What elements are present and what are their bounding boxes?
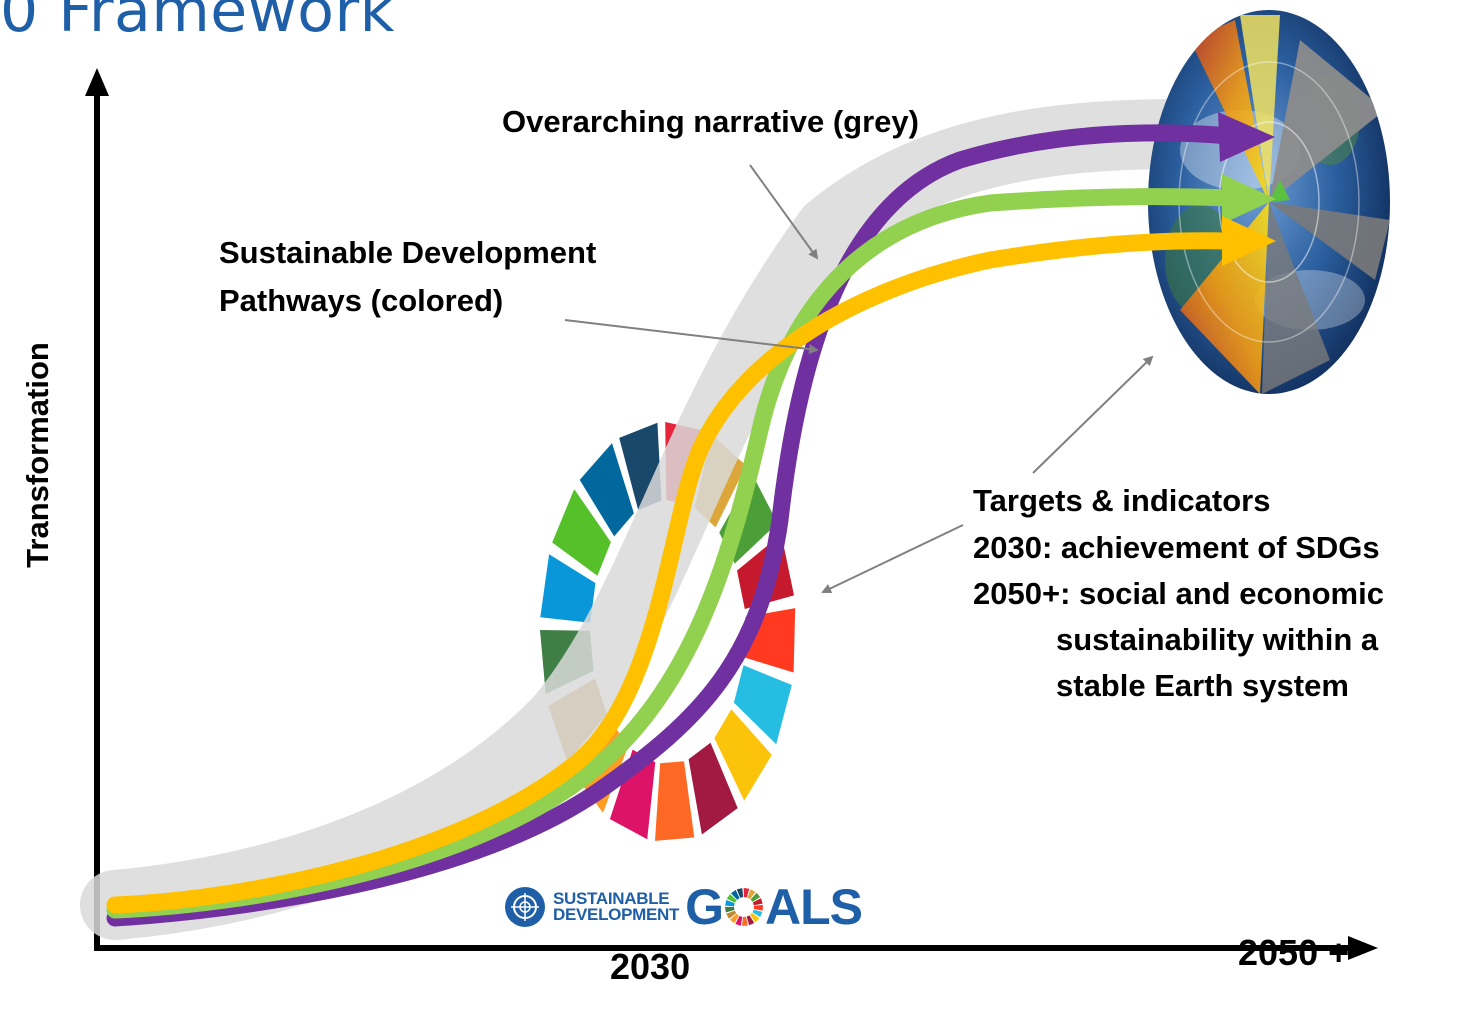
sdg-wheel-segment: [552, 489, 611, 576]
targets-line-4: sustainability within a: [1056, 622, 1379, 657]
sdg-mini-wheel-icon: [725, 888, 763, 926]
sdg-logo: SUSTAINABLE DEVELOPMENT G ALS: [503, 878, 863, 936]
sdg-wheel-segment: [540, 554, 596, 623]
x-tick-2030: 2030: [610, 946, 691, 987]
sdg-wheel-segment: [714, 709, 772, 801]
sdg-wheel-segment: [579, 443, 634, 537]
sdg-wheel-segment: [655, 761, 695, 841]
un-emblem-icon: [505, 887, 545, 927]
sdg-wheel-segment: [742, 916, 748, 926]
sdg-wheel-segment: [747, 889, 756, 900]
sdg-wheel-segment: [743, 888, 750, 898]
sdg-wheel-segment: [750, 912, 760, 923]
sdg-logo-als: ALS: [765, 879, 863, 935]
pathways-label-line1: Sustainable Development: [219, 235, 597, 270]
sdg-wheel-segment: [735, 915, 743, 926]
sdg-wheel-segment: [752, 909, 763, 918]
sdg-wheel-segment: [731, 889, 740, 900]
narrative-label: Overarching narrative (grey): [502, 104, 919, 139]
sdg-wheel-segment: [750, 892, 761, 902]
page-title: 0 Framework: [0, 0, 395, 46]
sdg-wheel-segment: [736, 888, 744, 898]
sdg-logo-line2: DEVELOPMENT: [553, 905, 680, 924]
pathways-label-line2: Pathways (colored): [219, 283, 504, 318]
targets-arrow-wheel: [821, 524, 964, 594]
sdg-logo-line1: SUSTAINABLE: [553, 889, 670, 908]
sdg-wheel-segment: [726, 894, 737, 903]
x-axis: [94, 936, 1378, 960]
targets-arrow-globe: [1032, 355, 1154, 474]
targets-line-1: Targets & indicators: [973, 483, 1271, 518]
sdg-wheel-segment: [752, 898, 763, 906]
sdg-wheel-segment: [753, 904, 763, 911]
targets-line-5: stable Earth system: [1056, 668, 1349, 703]
sdg-wheel-segment: [609, 749, 656, 840]
x-tick-2050: 2050 +: [1238, 932, 1350, 973]
pathways-arrow: [564, 319, 819, 355]
targets-line-3: 2050+: social and economic: [973, 576, 1384, 611]
sdg-logo-g: G: [685, 879, 724, 935]
pathway-green: [106, 174, 1276, 919]
sdg-wheel-segment: [725, 900, 735, 907]
sdg-wheel-segment: [688, 742, 738, 835]
y-axis-label: Transformation: [20, 342, 55, 568]
narrative-arrow: [749, 164, 819, 260]
pathway-yellow: [106, 216, 1276, 914]
targets-line-2: 2030: achievement of SDGs: [973, 530, 1380, 565]
pathway-purple: [106, 112, 1275, 927]
sdg-wheel-segment: [729, 913, 739, 924]
sdg-wheel-segment: [726, 910, 737, 919]
sdg-logo-goals: G ALS: [685, 878, 863, 936]
y-axis: [85, 68, 109, 948]
sdg-wheel-segment: [725, 906, 735, 913]
sdg-wheel-segment: [733, 665, 792, 745]
sdg-wheel-segment: [746, 915, 755, 926]
